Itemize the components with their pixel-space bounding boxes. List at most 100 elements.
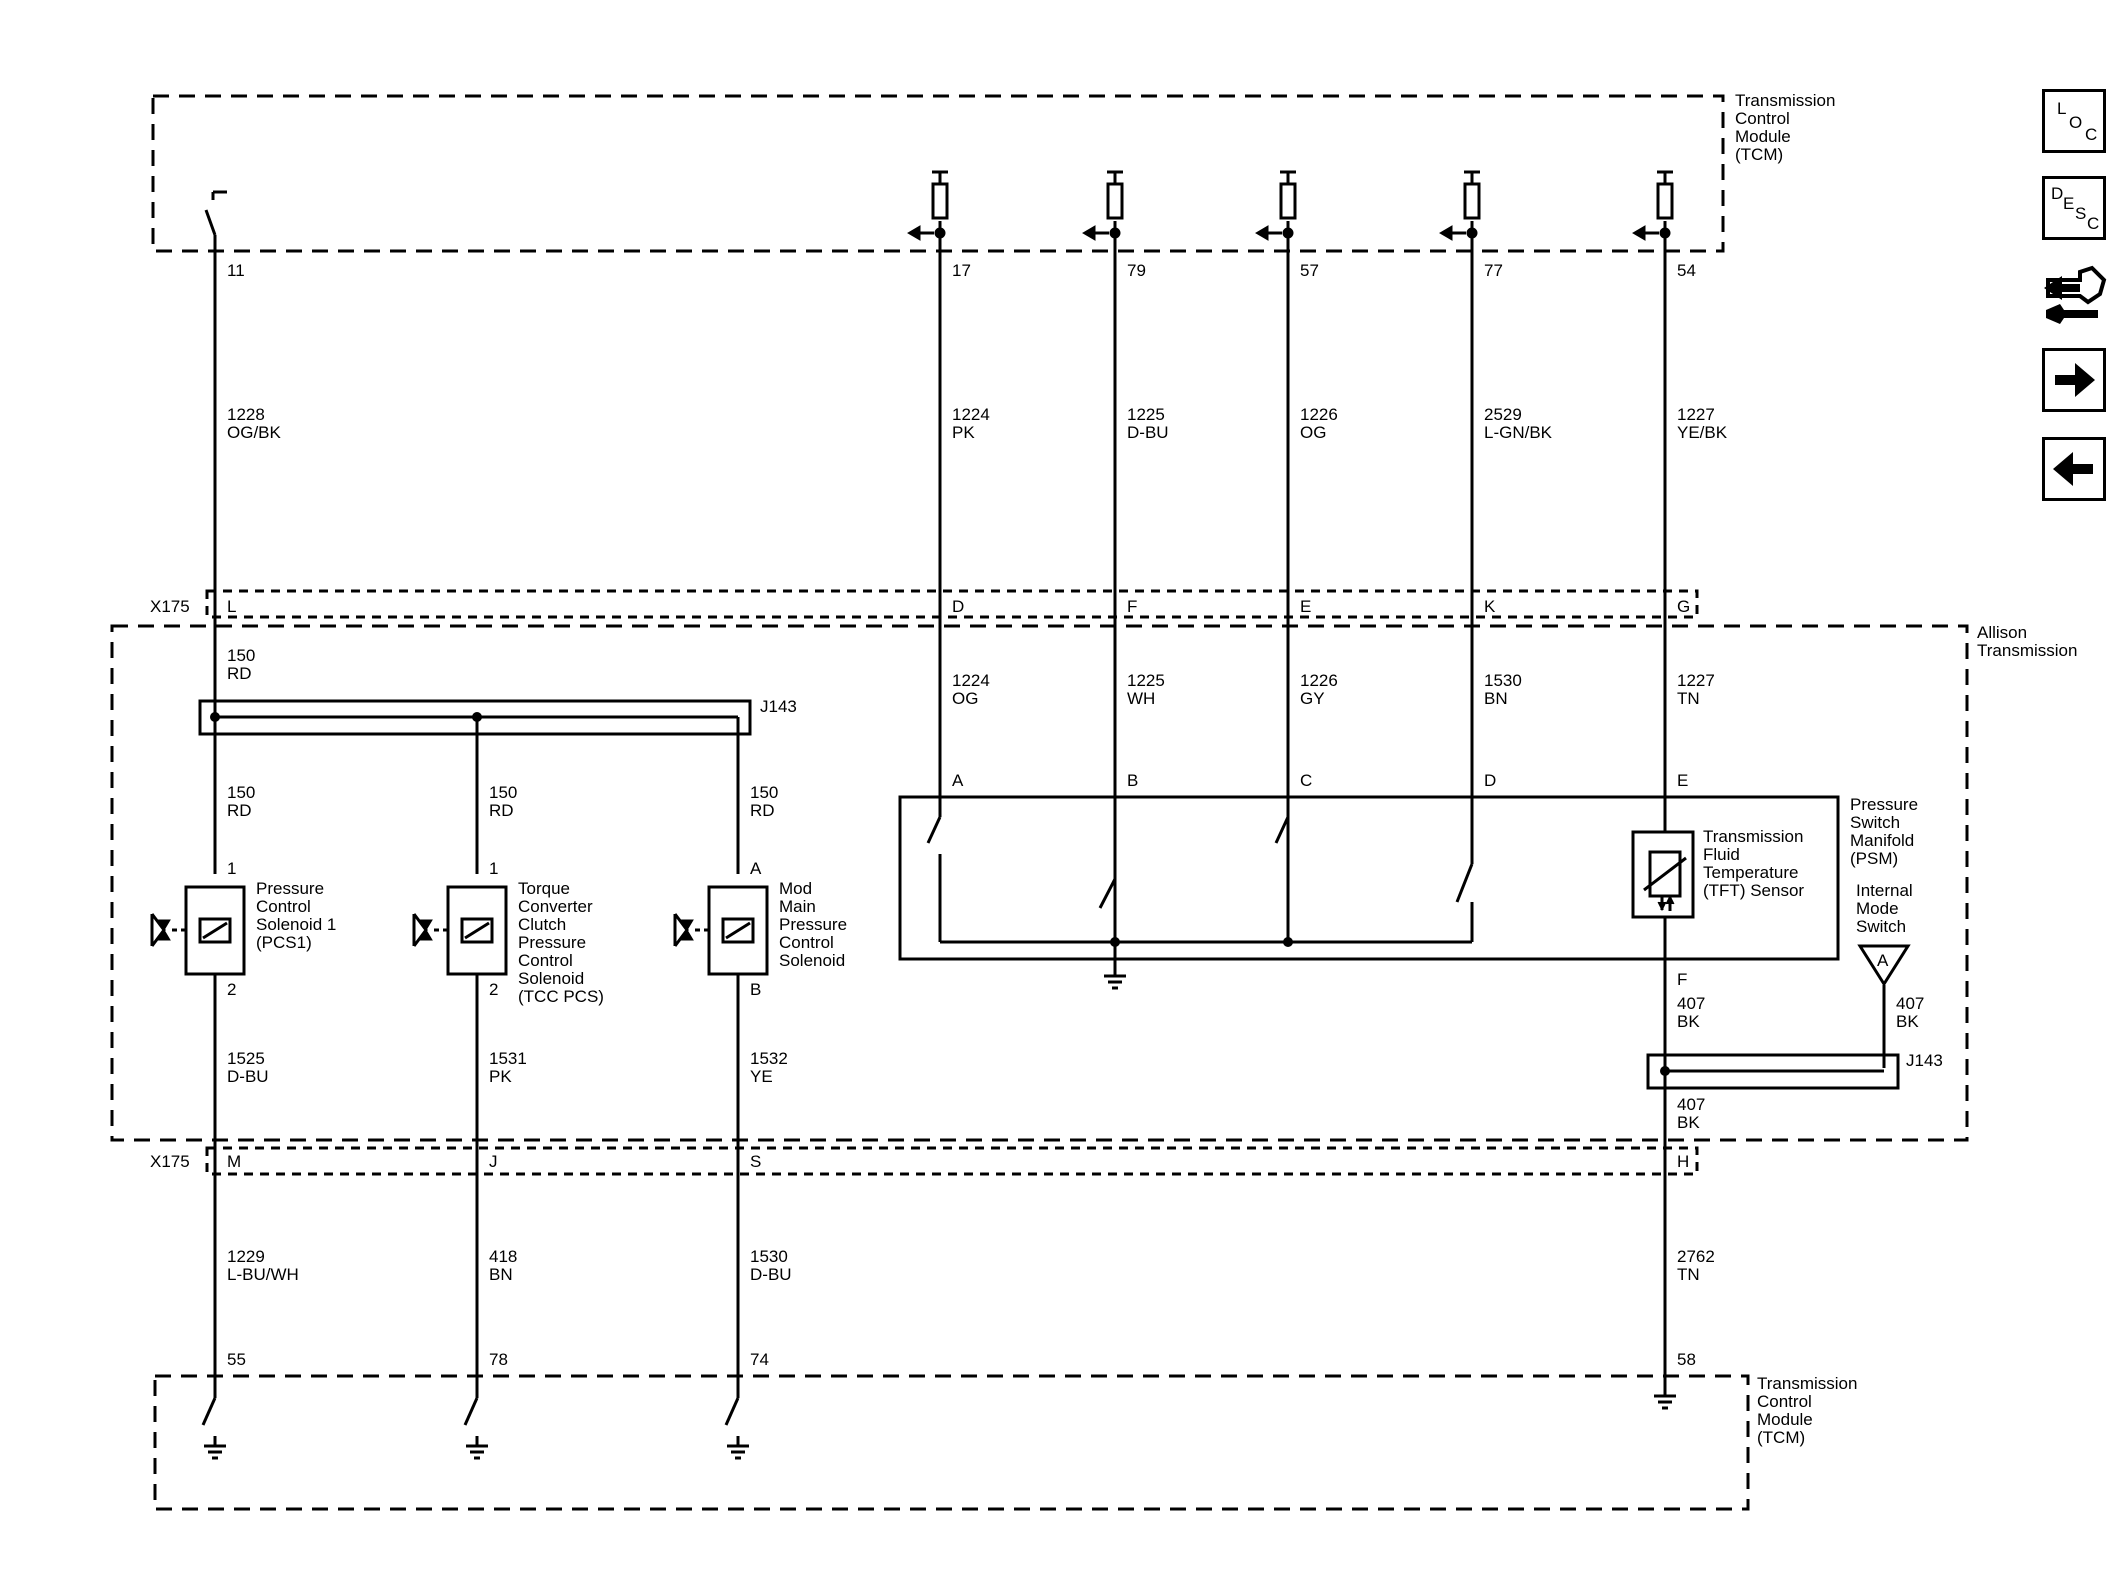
solenoid-out-num-2: 1532	[750, 1049, 788, 1068]
circuit-num-top-4: 2529	[1484, 405, 1522, 424]
solenoid-label-1-line-5: Solenoid	[518, 969, 584, 988]
bk-below-color: BK	[1677, 1113, 1700, 1132]
mode-switch-pin: A	[1877, 951, 1889, 970]
circuit-num-inner-2: 1225	[1127, 671, 1165, 690]
x175-bottom-pin-0: M	[227, 1152, 241, 1171]
solenoid-pin-top-0: 1	[227, 859, 236, 878]
tft-sensor-symbol	[1631, 830, 1695, 919]
previous-page-button[interactable]	[2042, 437, 2106, 501]
psm-label-line-3: (PSM)	[1850, 849, 1898, 868]
psm-label-line-1: Switch	[1850, 813, 1900, 832]
solenoid-label-2-line-2: Pressure	[779, 915, 847, 934]
arrow-left-icon	[2053, 452, 2093, 486]
description-button[interactable]: D E S C	[2042, 176, 2106, 240]
x175-bottom-pin-2: S	[750, 1152, 761, 1171]
bottom-circuit-num-0: 1229	[227, 1247, 265, 1266]
solenoid-label-2-line-1: Main	[779, 897, 816, 916]
bottom-circuit-color-0: L-BU/WH	[227, 1265, 299, 1284]
x175-top-pin-4: K	[1484, 597, 1496, 616]
splice-circuit-color-1: RD	[489, 801, 514, 820]
solenoid-0	[150, 885, 246, 976]
ground-symbol-1	[466, 1444, 488, 1460]
allison-transmission-box	[110, 624, 1969, 1142]
bottom-tcm-pin-3: 58	[1677, 1350, 1696, 1369]
circuit-color-inner-2: WH	[1127, 689, 1155, 708]
solenoid-pin-top-2: A	[750, 859, 762, 878]
bottom-circuit-color-1: BN	[489, 1265, 513, 1284]
bottom-circuit-num-1: 418	[489, 1247, 517, 1266]
tcm-top-label-line-1: Control	[1735, 109, 1790, 128]
psm-pin-2: C	[1300, 771, 1312, 790]
solenoid-2	[673, 885, 769, 976]
circuit-num-top-1: 1224	[952, 405, 990, 424]
tcm-bottom-label-line-3: (TCM)	[1757, 1428, 1805, 1447]
arrow-right-icon	[2055, 363, 2095, 397]
x175-top-pin-3: E	[1300, 597, 1311, 616]
tcm-pullup-2	[1082, 170, 1124, 241]
splice-circuit-color-2: RD	[750, 801, 775, 820]
tcm-low-switch-2	[724, 1397, 740, 1446]
solenoid-out-color-0: D-BU	[227, 1067, 269, 1086]
solenoid-label-1-line-2: Clutch	[518, 915, 566, 934]
solenoid-label-2-line-3: Control	[779, 933, 834, 952]
tft-label-line-2: Temperature	[1703, 863, 1798, 882]
circuit-color-inner-3: GY	[1300, 689, 1325, 708]
solenoid-pin-bottom-2: B	[750, 980, 761, 999]
bk-left-num: 407	[1677, 994, 1705, 1013]
solenoid-label-1-line-6: (TCC PCS)	[518, 987, 604, 1006]
desc-letter-s: S	[2075, 204, 2087, 223]
connector-end-view-button[interactable]	[2040, 258, 2110, 330]
bottom-tcm-pin-0: 55	[227, 1350, 246, 1369]
x175-top-connector-box	[205, 589, 1699, 619]
x175-bottom-pin-3: H	[1677, 1152, 1689, 1171]
circuit-num-inner-4: 1530	[1484, 671, 1522, 690]
tcm-top-label-line-3: (TCM)	[1735, 145, 1783, 164]
location-button[interactable]: L O C	[2042, 89, 2106, 153]
ground-symbol-0	[204, 1444, 226, 1460]
bk-left-color: BK	[1677, 1012, 1700, 1031]
tcm-pin-3: 57	[1300, 261, 1319, 280]
tft-label-line-3: (TFT) Sensor	[1703, 881, 1804, 900]
splice-circuit-color-0: RD	[227, 801, 252, 820]
bk-right-num: 407	[1896, 994, 1924, 1013]
allison-label-line-1: Transmission	[1977, 641, 2077, 660]
tcm-top-box	[151, 94, 1725, 253]
tcm-low-switch-1	[463, 1397, 479, 1446]
desc-letter-e: E	[2063, 194, 2075, 213]
splice-circuit-num-2: 150	[750, 783, 778, 802]
tcm-bottom-label-line-0: Transmission	[1757, 1374, 1857, 1393]
solenoid-label-0-line-3: (PCS1)	[256, 933, 312, 952]
solenoid-pin-bottom-0: 2	[227, 980, 236, 999]
tcm-pin-0: 11	[227, 261, 245, 280]
x175-top-label: X175	[150, 597, 190, 616]
circuit-color-top-3: OG	[1300, 423, 1326, 442]
next-page-button[interactable]	[2042, 348, 2106, 412]
tcm-bottom-label-line-1: Control	[1757, 1392, 1812, 1411]
bottom-tcm-pin-2: 74	[750, 1350, 769, 1369]
solenoid-out-color-2: YE	[750, 1067, 773, 1086]
circuit-color-inner-0: RD	[227, 664, 252, 683]
tft-label-line-1: Fluid	[1703, 845, 1740, 864]
solenoid-out-num-1: 1531	[489, 1049, 527, 1068]
circuit-color-top-2: D-BU	[1127, 423, 1169, 442]
circuit-color-inner-1: OG	[952, 689, 978, 708]
tcm-pin-4: 77	[1484, 261, 1503, 280]
solenoid-label-1-line-4: Control	[518, 951, 573, 970]
x175-top-pin-5: G	[1677, 597, 1690, 616]
desc-letter-c: C	[2087, 214, 2100, 233]
circuit-num-top-2: 1225	[1127, 405, 1165, 424]
circuit-num-top-5: 1227	[1677, 405, 1715, 424]
ground-symbol-2	[727, 1444, 749, 1460]
circuit-num-inner-3: 1226	[1300, 671, 1338, 690]
splice-circuit-num-1: 150	[489, 783, 517, 802]
mode-switch-label-line-1: Mode	[1856, 899, 1899, 918]
j143-left-splice	[198, 699, 752, 736]
circuit-color-top-1: PK	[952, 423, 975, 442]
solenoid-label-0-line-2: Solenoid 1	[256, 915, 336, 934]
psm-pin-4: E	[1677, 771, 1688, 790]
ground-symbol-tft	[1654, 1394, 1676, 1410]
bk-below-num: 407	[1677, 1095, 1705, 1114]
connector-wrench-icon	[2044, 265, 2107, 324]
psm-pin-3: D	[1484, 771, 1496, 790]
tft-label-line-0: Transmission	[1703, 827, 1803, 846]
